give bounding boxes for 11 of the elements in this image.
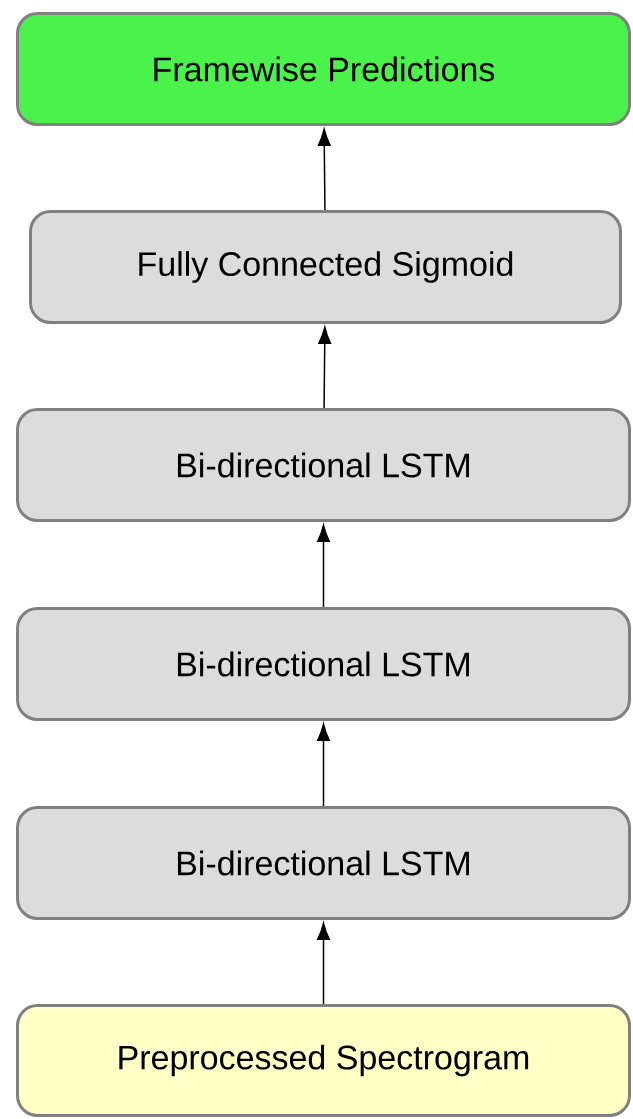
layer-box: Bi-directional LSTM	[16, 607, 631, 721]
output-box: Framewise Predictions	[16, 12, 631, 126]
arrow	[317, 723, 330, 807]
layer-box: Fully Connected Sigmoid	[29, 210, 622, 324]
input-box: Preprocessed Spectrogram	[16, 1004, 631, 1117]
layer-box: Bi-directional LSTM	[16, 806, 631, 920]
arrow	[317, 524, 330, 608]
arrow	[317, 922, 330, 1005]
layer-box: Bi-directional LSTM	[16, 408, 631, 522]
arrow	[318, 326, 332, 409]
arrow	[317, 128, 331, 211]
